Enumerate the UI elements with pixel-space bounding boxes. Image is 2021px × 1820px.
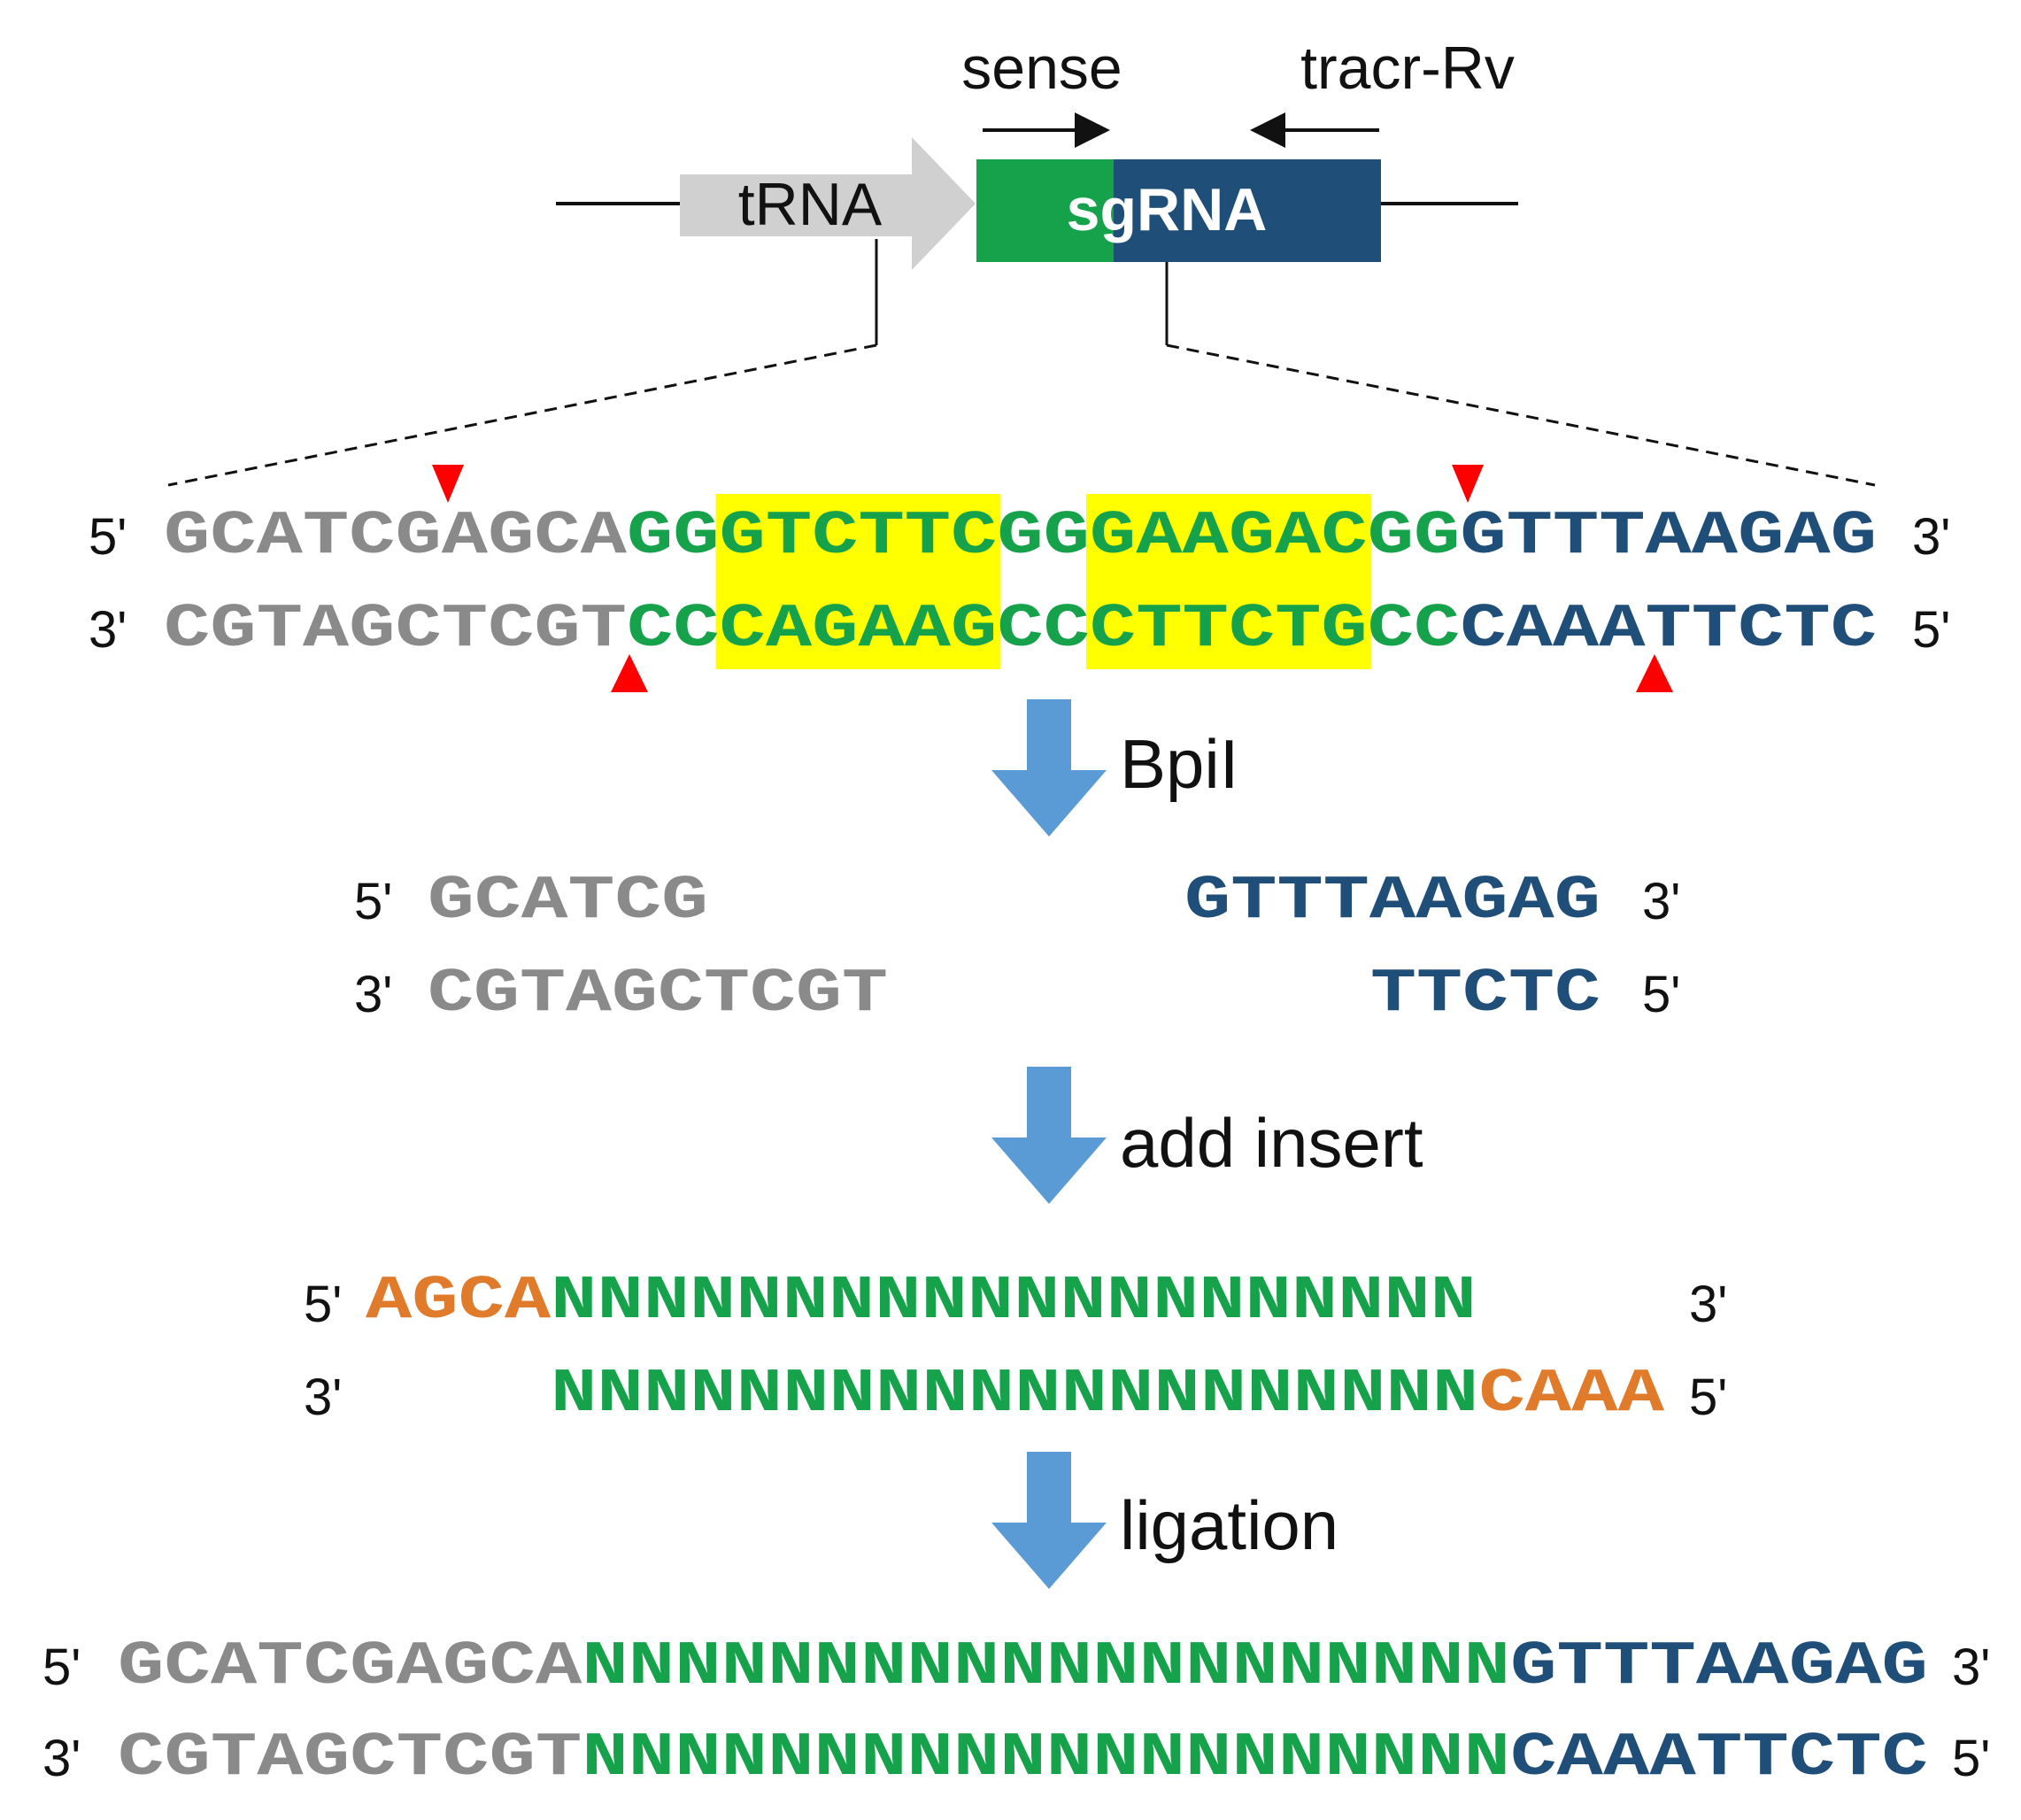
bsai-site-highlights xyxy=(715,494,1371,669)
recognition-site-highlight xyxy=(715,494,1001,669)
sequence-segment: GTTTAAGAG xyxy=(1510,1632,1928,1702)
cut-site-marker xyxy=(1452,465,1484,503)
sgrna-scaffold-block xyxy=(1114,159,1381,262)
sequence-segment: CC xyxy=(997,595,1090,665)
sequence-segment: CGTAGCTCGT xyxy=(164,595,627,665)
ligated-top-5prime: 5' xyxy=(42,1639,81,1696)
zoom-line-right xyxy=(1166,343,1876,487)
insert-top-5prime: 5' xyxy=(304,1276,342,1333)
sequence-segment: CC xyxy=(627,595,720,665)
sequence-segment: AGCA xyxy=(366,1267,551,1337)
cut-site-marker xyxy=(1636,654,1673,692)
sequence-segment: NNNNNNNNNNNNNNNNNNNN xyxy=(551,1360,1478,1430)
construct-map: tRNA sgRNA sense tracr-Rv xyxy=(167,35,1876,487)
down-arrow-icon xyxy=(991,1067,1107,1204)
sequence-segment: CAAATTCTC xyxy=(1510,1724,1928,1793)
ligated-bottom-3prime: 3' xyxy=(42,1730,81,1787)
sgrna-label: sgRNA xyxy=(1067,176,1268,243)
step-add-insert: add insert xyxy=(991,1067,1423,1204)
step-label-ligation: ligation xyxy=(1120,1486,1338,1564)
sgrna-spacer-block xyxy=(976,159,1114,262)
sequence-segment: NNNNNNNNNNNNNNNNNNNN xyxy=(582,1632,1510,1702)
orig-bottom-5prime: 5' xyxy=(1912,601,1950,659)
sequence-segment: CC xyxy=(1368,595,1461,665)
ligated-bottom-5prime: 5' xyxy=(1952,1730,1990,1787)
frag-left-5prime: 5' xyxy=(354,873,392,930)
sequence-segment: GCATCGAGCA xyxy=(164,502,627,572)
step-label-bpii: BpiI xyxy=(1120,725,1238,803)
sequence-segment: GG xyxy=(1368,502,1461,572)
ligated-top-3prime: 3' xyxy=(1952,1639,1990,1696)
down-arrow-icon xyxy=(991,1452,1107,1589)
sequence-segment: GCATCGAGCA xyxy=(118,1632,582,1702)
step-bpii: BpiI xyxy=(991,699,1238,837)
frag-right-top: GTTTAAGAG xyxy=(1184,867,1601,937)
sequence-segment: CAAATTCTC xyxy=(1460,595,1877,665)
step-ligation: ligation xyxy=(991,1452,1338,1589)
sequence-segment: CGTAGCTCGT xyxy=(118,1724,582,1793)
orig-bottom-3prime: 3' xyxy=(89,601,127,659)
down-arrow-icon xyxy=(991,699,1107,837)
insert-bottom-5prime: 5' xyxy=(1689,1369,1727,1426)
sequence-segment: GG xyxy=(997,502,1090,572)
cut-site-marker xyxy=(432,465,464,503)
digested-fragments: 5' GCATCG 3' CGTAGCTCGT GTTTAAGAG 3' TTC… xyxy=(354,867,1680,1030)
orig-top-5prime: 5' xyxy=(89,508,127,566)
trna-arrow xyxy=(680,137,976,270)
cut-site-marker xyxy=(611,654,648,692)
frag-right-bottom: TTCTC xyxy=(1370,960,1601,1030)
trna-label: tRNA xyxy=(738,171,883,238)
frag-right-5prime: 5' xyxy=(1642,966,1680,1023)
frag-left-bottom: CGTAGCTCGT xyxy=(428,960,888,1030)
sequence-segment: GTTTAAGAG xyxy=(1460,502,1877,572)
step-label-add-insert: add insert xyxy=(1120,1104,1423,1182)
frag-left-top: GCATCG xyxy=(428,867,708,937)
sequence-segment: GG xyxy=(627,502,720,572)
sequence-segment: CAAA xyxy=(1478,1360,1664,1430)
sequence-segment: NNNNNNNNNNNNNNNNNNNN xyxy=(582,1724,1510,1793)
primer-tracr-label: tracr-Rv xyxy=(1300,35,1515,102)
sequence-segment: CTTCTG xyxy=(1090,595,1368,665)
frag-right-3prime: 3' xyxy=(1642,873,1680,930)
sequence-segment: NNNNNNNNNNNNNNNNNNNN xyxy=(551,1267,1477,1337)
frag-left-3prime: 3' xyxy=(354,966,392,1023)
orig-top-3prime: 3' xyxy=(1912,508,1950,566)
zoom-line-left xyxy=(167,343,877,487)
insert-bottom-3prime: 3' xyxy=(304,1369,342,1426)
primer-sense-label: sense xyxy=(961,35,1122,102)
sequence-segment: CAGAAG xyxy=(720,595,998,665)
recognition-site-highlight xyxy=(1085,494,1371,669)
sequence-segment: GAAGAC xyxy=(1090,502,1368,572)
insert-top-3prime: 3' xyxy=(1689,1276,1727,1333)
sequence-segment: GTCTTC xyxy=(720,502,998,572)
